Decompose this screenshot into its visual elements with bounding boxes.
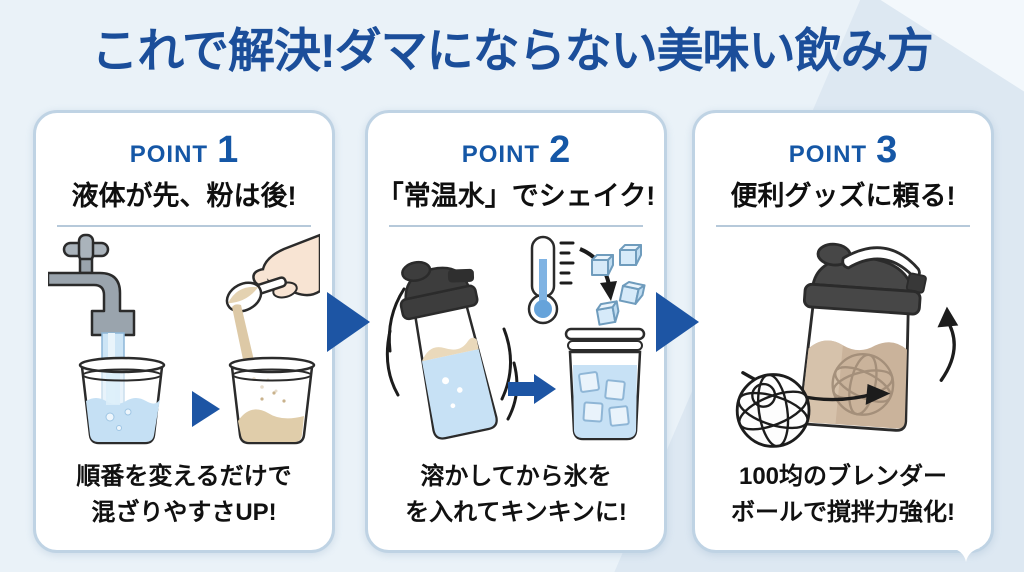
point2-card: POINT 2 「常温水」でシェイク! — [365, 110, 667, 553]
scoop-hand-icon — [225, 233, 320, 393]
point2-illustration — [385, 235, 646, 441]
sparkle-icon — [952, 534, 980, 562]
step-arrow-icon — [327, 292, 370, 352]
arrow-right-icon — [192, 391, 220, 427]
ice-cubes-icon — [591, 244, 646, 326]
point2-caption: 溶かしてから氷を を入れてキンキンに! — [405, 463, 627, 526]
faucet-icon — [48, 233, 136, 337]
arrow-right-icon — [508, 374, 556, 404]
page-title: これで解決!ダマにならない美味い飲み方 — [91, 24, 933, 77]
powder-glass-icon — [228, 356, 316, 445]
shaker-shaking-icon — [399, 260, 498, 440]
blender-ball-icon — [735, 373, 811, 448]
point1-card: POINT 1 液体が先、粉は後! — [33, 110, 335, 553]
point3-card: POINT 3 便利グッズに頼る! — [692, 110, 994, 553]
point3-caption: 100均のブレンダー ボールで撹拌力強化! — [731, 463, 955, 526]
blender-bottle-icon — [798, 242, 927, 432]
point1-label: POINT 1 — [129, 129, 239, 171]
point3-illustration — [735, 242, 959, 448]
blender-ball-ghost-icon — [831, 353, 895, 416]
point3-heading: 便利グッズに頼る! — [730, 181, 956, 211]
thermometer-icon — [527, 235, 575, 325]
point1-heading: 液体が先、粉は後! — [71, 181, 297, 211]
ice-glass-icon — [564, 327, 646, 441]
divider — [56, 225, 312, 227]
divider — [715, 225, 971, 227]
water-glass-icon — [78, 356, 166, 445]
point3-label: POINT 3 — [788, 129, 898, 171]
point1-caption: 順番を変えるだけで 混ざりやすさUP! — [76, 463, 292, 526]
point1-illustration — [48, 233, 320, 445]
point2-label: POINT 2 — [461, 129, 571, 171]
divider — [388, 225, 644, 227]
point2-heading: 「常温水」でシェイク! — [376, 181, 656, 211]
